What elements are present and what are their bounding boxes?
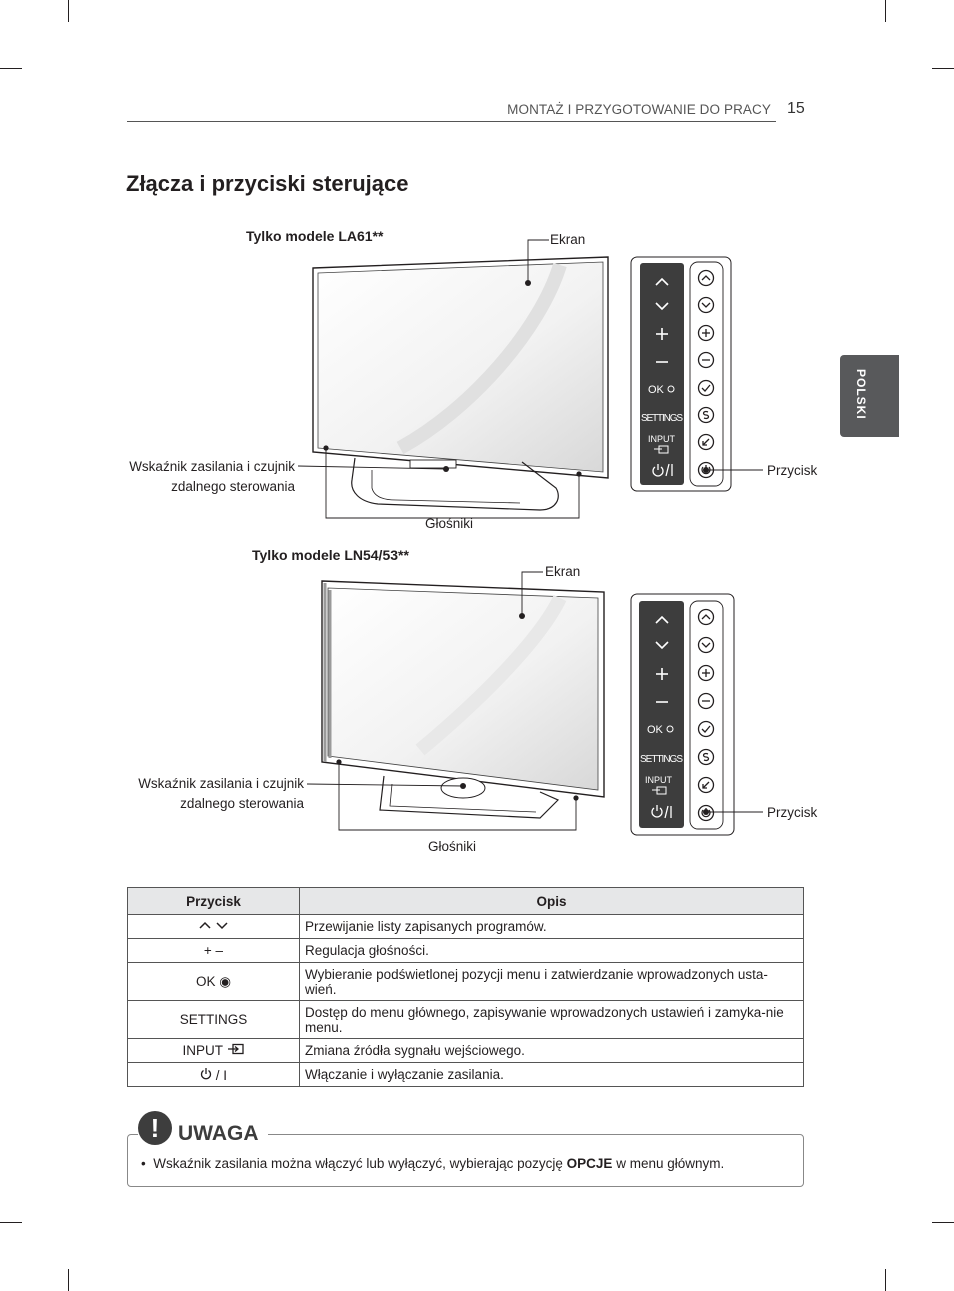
button-table: Przycisk Opis Przewijanie listy zapisany… <box>127 887 804 1087</box>
table-row: Przewijanie listy zapisanych programów. <box>127 914 804 939</box>
table-cell-desc: Włączanie i wyłączanie zasilania. <box>299 1062 804 1087</box>
table-cell-desc: Regulacja głośności. <box>299 938 804 963</box>
page-number: 15 <box>787 100 805 117</box>
note-header: ! UWAGA <box>138 1111 268 1147</box>
note-text: • Wskaźnik zasilania można włączyć lub w… <box>141 1156 724 1171</box>
crop-mark <box>68 0 69 22</box>
indicator-label: Wskaźnik zasilania i czujnik zdalnego st… <box>90 459 295 494</box>
table-header: Przycisk <box>127 887 300 915</box>
table-cell-button: INPUT <box>127 1038 300 1063</box>
table-cell-desc: Dostęp do menu głównego, zapisywanie wpr… <box>299 1000 804 1039</box>
crop-mark <box>932 68 954 69</box>
note-box <box>127 1134 804 1187</box>
note-text-part: Wskaźnik zasilania można włączyć lub wył… <box>153 1156 563 1171</box>
table-cell-button <box>127 914 300 939</box>
indicator-label: Wskaźnik zasilania i czujnik zdalnego st… <box>99 776 304 811</box>
indicator-label-line: zdalnego sterowania <box>180 796 304 811</box>
crop-mark <box>932 1222 954 1223</box>
power-icon <box>200 1067 212 1079</box>
panel-input-label: INPUT <box>648 434 676 444</box>
table-cell-button-label: / I <box>215 1067 228 1083</box>
panel-settings-label: SETTINGS <box>640 754 683 765</box>
table-cell-desc: Zmiana źródła sygnału wejściowego. <box>299 1038 804 1063</box>
note-title: UWAGA <box>178 1122 259 1145</box>
header-rule <box>127 121 776 122</box>
crop-mark <box>885 1269 886 1291</box>
table-cell-button: / I <box>127 1062 300 1087</box>
panel-settings-label: SETTINGS <box>641 413 683 424</box>
model-label: Tylko modele LN54/53** <box>252 547 409 563</box>
table-cell-desc: Wybieranie podświetlonej pozycji menu i … <box>299 962 804 1001</box>
panel-ok-label: OK <box>647 724 664 736</box>
table-header: Opis <box>299 887 804 915</box>
bullet: • <box>141 1156 146 1171</box>
table-cell-button: SETTINGS <box>127 1000 300 1039</box>
tv-la61: OK SETTINGS INPUT <box>297 239 763 519</box>
crop-mark <box>0 68 22 69</box>
table-cell-button-label: INPUT <box>182 1043 223 1058</box>
table-cell-button: + – <box>127 938 300 963</box>
panel-input-label: INPUT <box>645 775 673 785</box>
crop-mark <box>0 1222 22 1223</box>
input-icon <box>227 1043 244 1055</box>
language-tab-label: POLSKI <box>854 369 868 420</box>
language-tab: POLSKI <box>840 355 899 437</box>
table-row: OK ◉ Wybieranie podświetlonej pozycji me… <box>127 962 804 1001</box>
page-title: Złącza i przyciski sterujące <box>126 171 409 196</box>
crop-mark <box>885 0 886 22</box>
button-label: Przycisk <box>767 463 818 478</box>
note-text-part: w menu głównym. <box>616 1156 725 1171</box>
tv-ln54: OK SETTINGS INPUT <box>306 571 763 836</box>
table-cell-button: OK ◉ <box>127 962 300 1001</box>
table-row: / I Włączanie i wyłączanie zasilania. <box>127 1062 804 1087</box>
table-row: + – Regulacja głośności. <box>127 938 804 963</box>
section-header: MONTAŻ I PRZYGOTOWANIE DO PRACY <box>507 102 771 117</box>
note-text-bold: OPCJE <box>566 1156 613 1171</box>
table-row: SETTINGS Dostęp do menu głównego, zapisy… <box>127 1000 804 1039</box>
button-label: Przycisk <box>767 805 818 820</box>
crop-mark <box>68 1269 69 1291</box>
chevron-up-down-icon <box>198 921 228 930</box>
screen-label: Ekran <box>545 564 581 579</box>
speakers-label: Głośniki <box>425 516 474 531</box>
exclamation-icon: ! <box>138 1111 172 1145</box>
panel-ok-label: OK <box>648 384 665 396</box>
model-label: Tylko modele LA61** <box>246 228 384 244</box>
speakers-label: Głośniki <box>428 839 477 854</box>
table-cell-desc: Przewijanie listy zapisanych programów. <box>299 914 804 939</box>
screen-label: Ekran <box>550 232 586 247</box>
indicator-label-line: Wskaźnik zasilania i czujnik <box>129 459 295 474</box>
indicator-label-line: Wskaźnik zasilania i czujnik <box>138 776 304 791</box>
table-row: INPUT Zmiana źródła sygnału wejściowego. <box>127 1038 804 1063</box>
indicator-label-line: zdalnego sterowania <box>171 479 295 494</box>
